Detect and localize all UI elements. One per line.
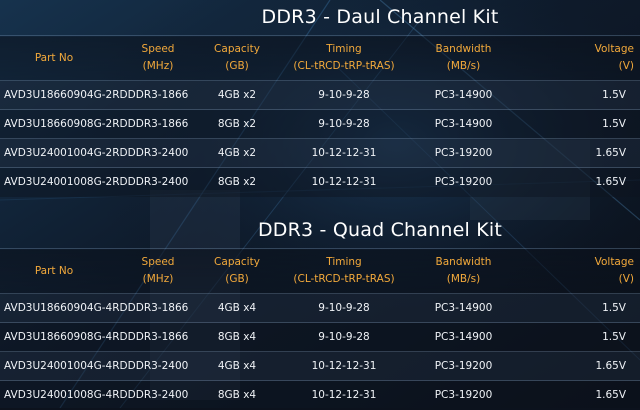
cell-part-no: AVD3U18660908G-2RD [4,118,128,130]
cell-capacity: 8GB x2 [217,176,257,189]
cell-speed: DDR3-1866 [127,302,189,314]
header-part-no: Part No [34,51,74,64]
cell-bandwidth: PC3-14900 [434,89,493,101]
cell-timing: 9-10-9-28 [318,118,370,130]
table-header-row: Part No Speed(MHz) Capacity(GB) Timing(C… [0,248,640,294]
cell-voltage: 1.5V [602,118,626,130]
cell-part-no: AVD3U24001004G-2RD [4,147,128,159]
cell-timing: 9-10-9-28 [318,89,370,101]
cell-bandwidth: PC3-14900 [434,118,493,130]
cell-capacity: 8GB x4 [217,331,257,343]
cell-speed: DDR3-2400 [127,389,189,402]
header-speed: Speed(MHz) [141,43,175,72]
cell-timing: 10-12-12-31 [311,389,377,402]
cell-speed: DDR3-2400 [127,176,189,189]
header-voltage: Voltage(V) [594,43,634,72]
cell-part-no: AVD3U18660904G-2RD [4,89,128,101]
table-header-row: Part No Speed(MHz) Capacity(GB) Timing(C… [0,35,640,81]
header-capacity: Capacity(GB) [214,256,260,285]
cell-voltage: 1.5V [602,89,626,101]
quad-channel-table: Part No Speed(MHz) Capacity(GB) Timing(C… [0,248,640,410]
header-bandwidth: Bandwidth(MB/s) [435,256,492,285]
cell-capacity: 4GB x4 [217,360,257,372]
cell-bandwidth: PC3-14900 [434,302,493,314]
cell-speed: DDR3-1866 [127,331,189,343]
cell-voltage: 1.5V [602,331,626,343]
cell-speed: DDR3-2400 [127,147,189,159]
cell-voltage: 1.65V [595,176,626,189]
header-timing: Timing(CL-tRCD-tRP-tRAS) [293,256,395,285]
cell-speed: DDR3-2400 [127,360,189,372]
cell-capacity: 4GB x2 [217,147,257,159]
table-row: AVD3U18660904G-2RD DDR3-1866 4GB x2 9-10… [0,80,640,110]
table-row: AVD3U18660908G-2RD DDR3-1866 8GB x2 9-10… [0,109,640,139]
quad-channel-section: DDR3 - Quad Channel Kit Part No Speed(MH… [0,213,640,410]
table-row: AVD3U18660908G-4RD DDR3-1866 8GB x4 9-10… [0,322,640,352]
cell-part-no: AVD3U24001004G-4RD [4,360,128,372]
cell-speed: DDR3-1866 [127,118,189,130]
table-row: AVD3U18660904G-4RD DDR3-1866 4GB x4 9-10… [0,293,640,323]
cell-bandwidth: PC3-19200 [434,360,493,372]
cell-voltage: 1.5V [602,302,626,314]
cell-voltage: 1.65V [595,360,626,372]
cell-part-no: AVD3U24001008G-4RD [4,389,128,402]
table-row: AVD3U24001004G-4RD DDR3-2400 4GB x4 10-1… [0,351,640,381]
header-speed: Speed(MHz) [141,256,175,285]
cell-speed: DDR3-1866 [127,89,189,101]
quad-channel-title: DDR3 - Quad Channel Kit [257,219,503,241]
cell-timing: 9-10-9-28 [318,331,370,343]
header-bandwidth: Bandwidth(MB/s) [435,43,492,72]
cell-capacity: 4GB x4 [217,302,257,314]
cell-capacity: 8GB x4 [217,389,257,402]
cell-timing: 10-12-12-31 [311,360,377,372]
dual-channel-title: DDR3 - Daul Channel Kit [261,6,499,28]
cell-timing: 10-12-12-31 [311,176,377,189]
cell-part-no: AVD3U18660904G-4RD [4,302,128,314]
cell-bandwidth: PC3-19200 [434,147,493,159]
cell-capacity: 4GB x2 [217,89,257,101]
dual-channel-table: Part No Speed(MHz) Capacity(GB) Timing(C… [0,35,640,197]
header-part-no: Part No [34,264,74,277]
table-row: AVD3U24001004G-2RD DDR3-2400 4GB x2 10-1… [0,138,640,168]
cell-bandwidth: PC3-14900 [434,331,493,343]
cell-bandwidth: PC3-19200 [434,389,493,402]
cell-timing: 10-12-12-31 [311,147,377,159]
table-row: AVD3U24001008G-4RD DDR3-2400 8GB x4 10-1… [0,380,640,410]
table-row: AVD3U24001008G-2RD DDR3-2400 8GB x2 10-1… [0,167,640,197]
cell-bandwidth: PC3-19200 [434,176,493,189]
cell-part-no: AVD3U24001008G-2RD [4,176,128,189]
header-voltage: Voltage(V) [594,256,634,285]
cell-voltage: 1.65V [595,389,626,402]
cell-part-no: AVD3U18660908G-4RD [4,331,128,343]
dual-channel-section: DDR3 - Daul Channel Kit Part No Speed(MH… [0,0,640,197]
cell-voltage: 1.65V [595,147,626,159]
header-timing: Timing(CL-tRCD-tRP-tRAS) [293,43,395,72]
cell-timing: 9-10-9-28 [318,302,370,314]
cell-capacity: 8GB x2 [217,118,257,130]
header-capacity: Capacity(GB) [214,43,260,72]
